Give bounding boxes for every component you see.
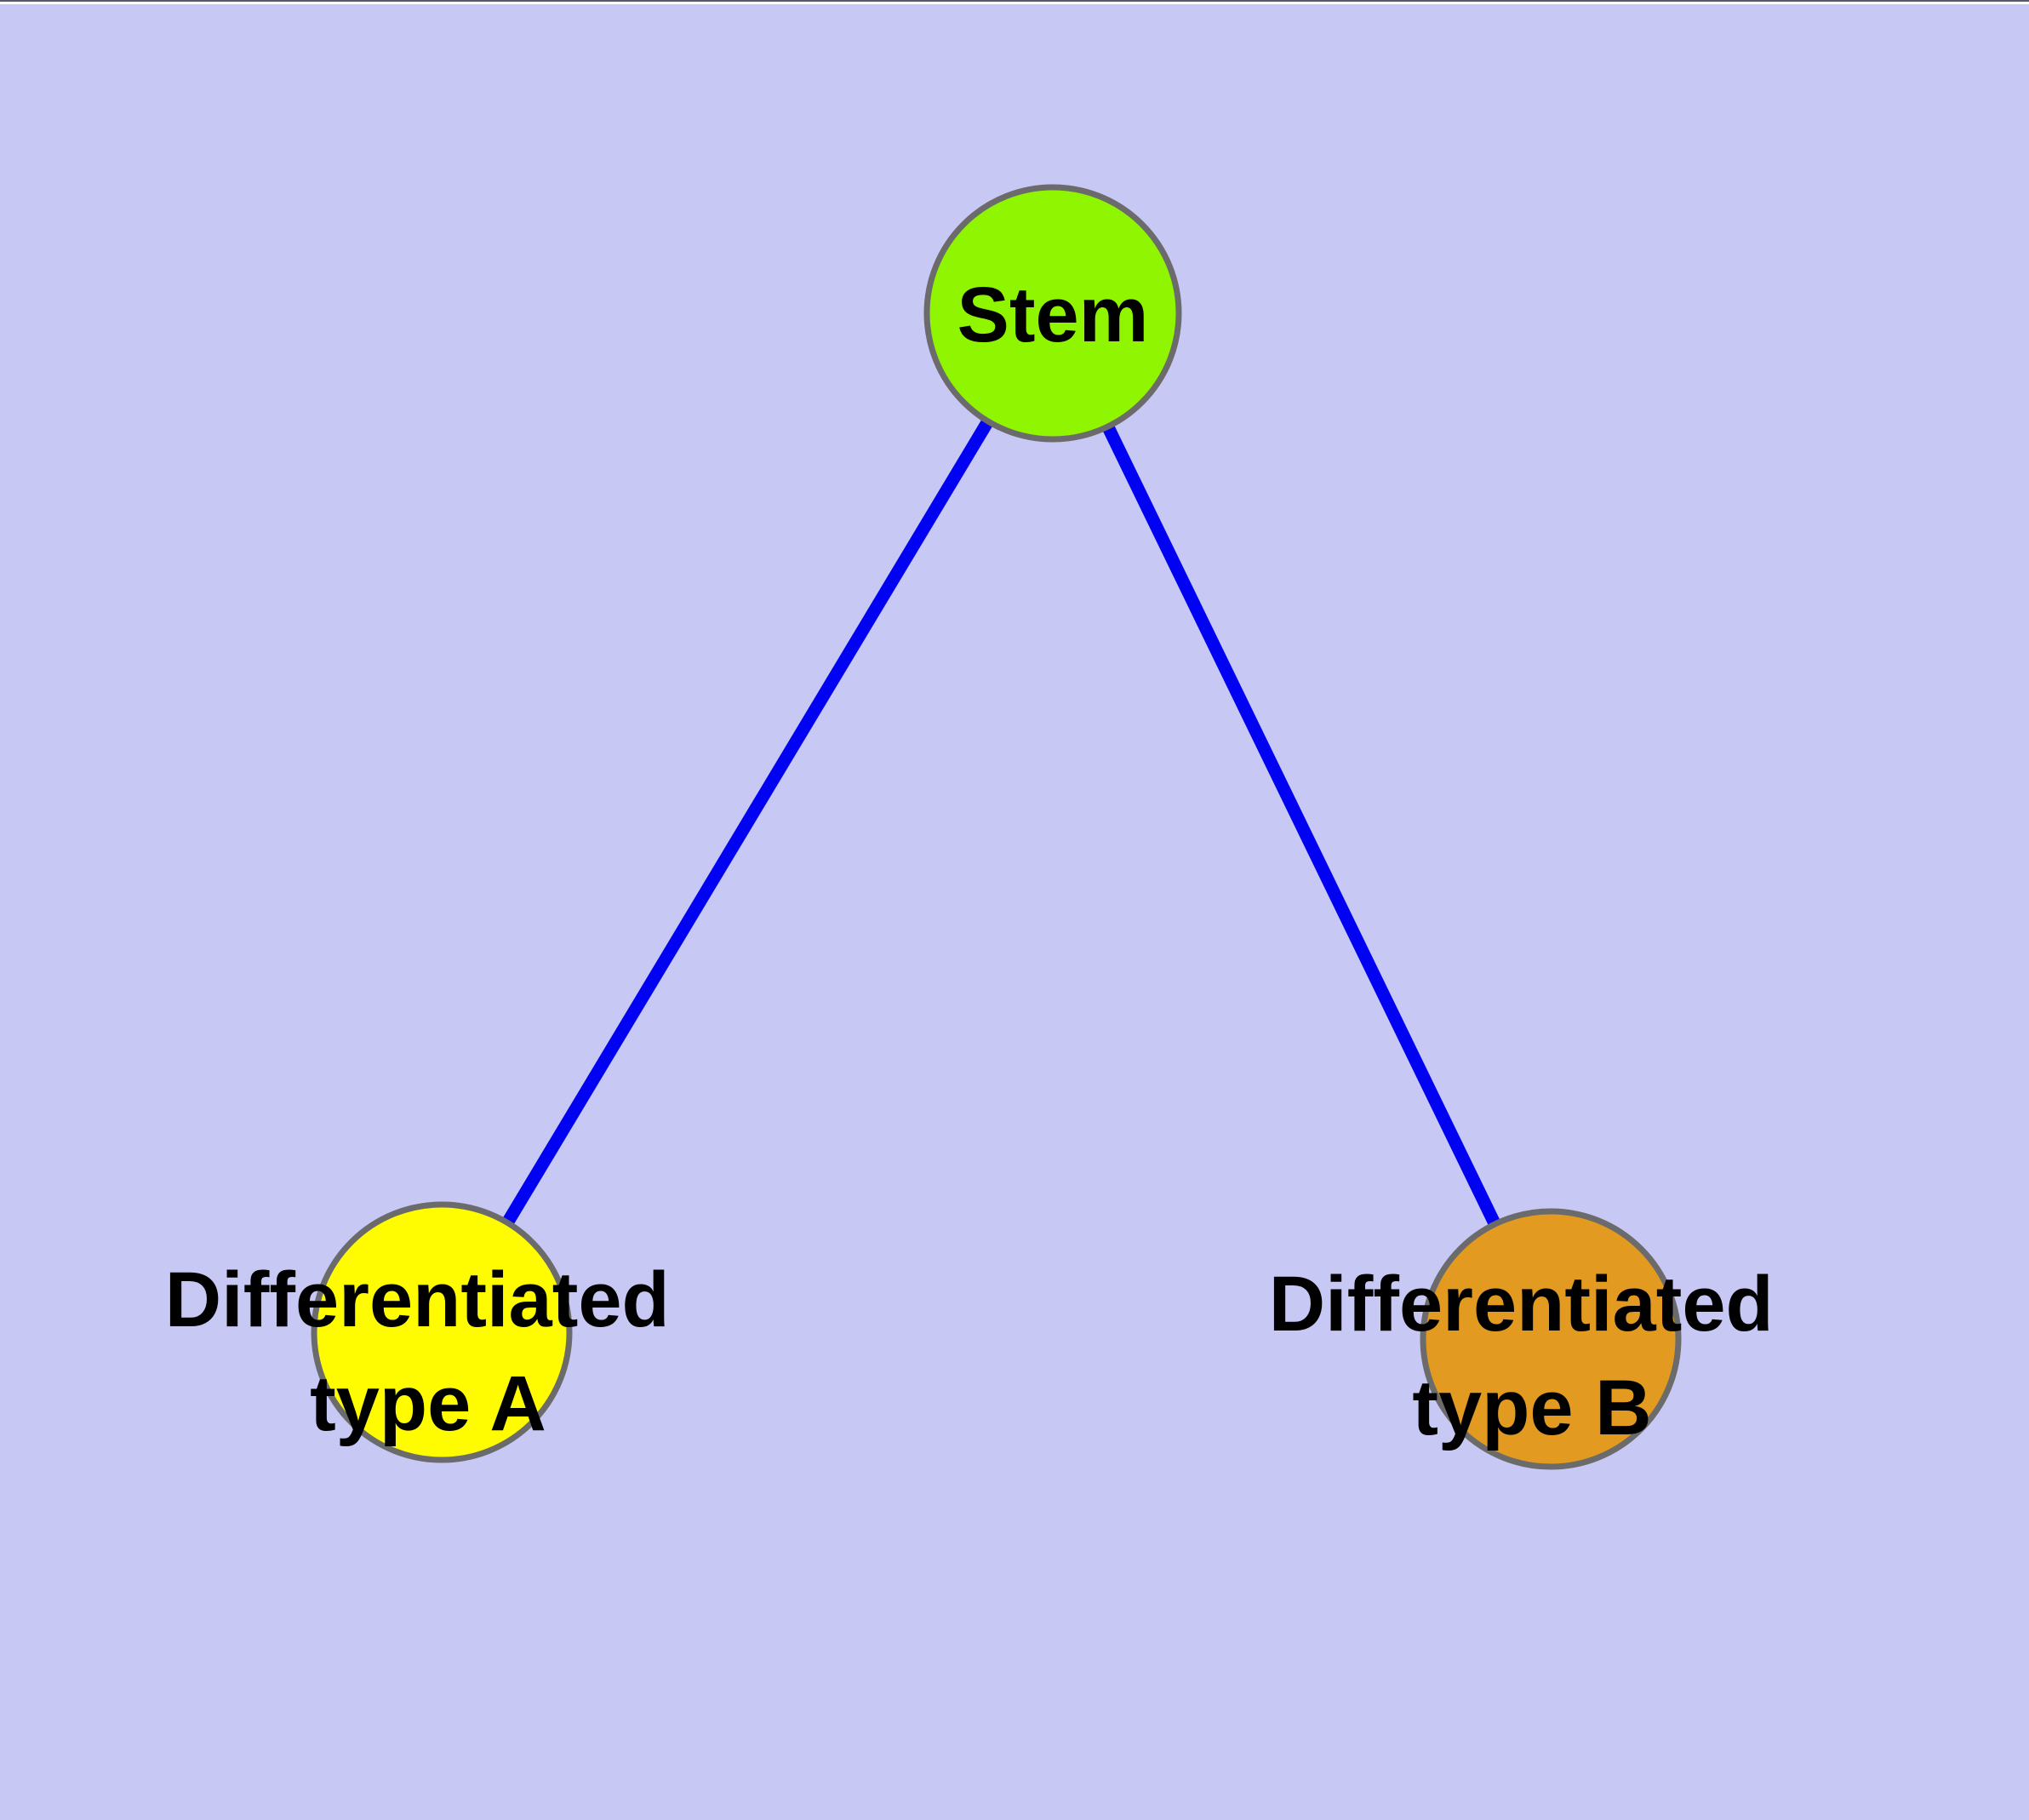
node-stem-label-line1: Stem	[957, 272, 1149, 358]
node-type-b-label-line2: type B	[1412, 1365, 1651, 1451]
node-type-a-label-line1: Differentiated	[165, 1256, 670, 1343]
node-type-b-label: Differentiated type B	[1269, 1261, 1796, 1451]
node-type-b-circle	[1420, 1208, 1682, 1470]
edge-stem-to-type-a	[436, 310, 1059, 1336]
node-type-a-circle	[311, 1201, 573, 1463]
window-top-edge	[0, 0, 2029, 4]
node-stem-circle	[923, 184, 1182, 443]
edge-stem-to-type-b	[1047, 310, 1557, 1342]
node-type-a-label: Differentiated type A	[165, 1256, 692, 1447]
node-stem-label: Stem	[957, 272, 1149, 358]
node-type-a-label-line2: type A	[310, 1360, 546, 1447]
node-type-b-label-line1: Differentiated	[1269, 1261, 1774, 1348]
